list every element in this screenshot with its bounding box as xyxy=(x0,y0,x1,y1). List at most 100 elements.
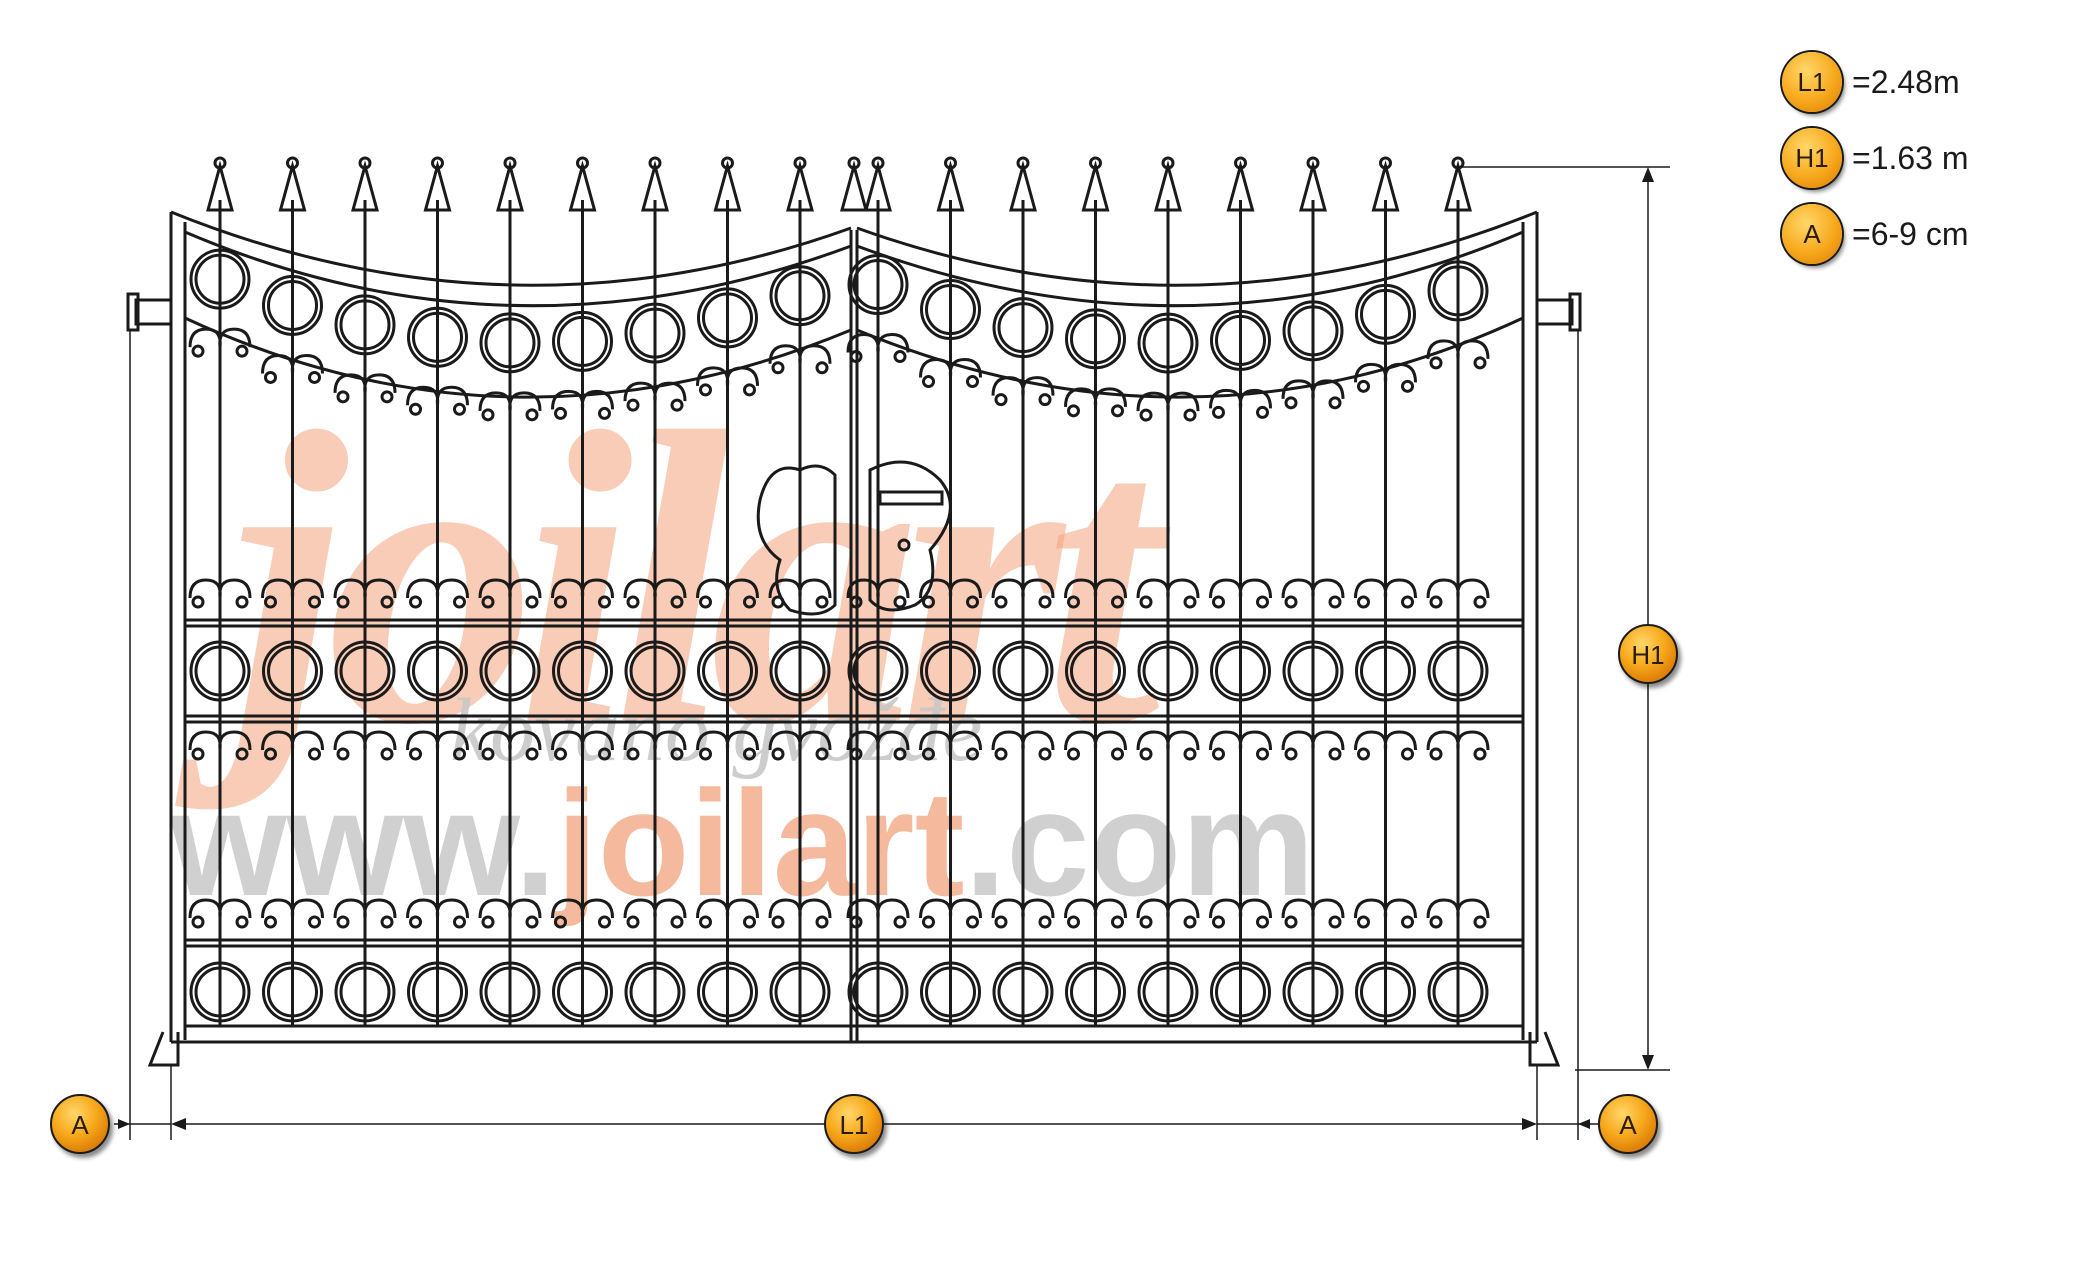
scroll-curl xyxy=(1183,595,1197,609)
scroll-curl xyxy=(235,595,249,609)
scroll-curl xyxy=(525,595,539,609)
scroll-curl xyxy=(1328,747,1342,761)
ring xyxy=(407,961,468,1023)
ring xyxy=(1355,961,1416,1023)
spear-finial xyxy=(721,156,734,170)
scroll-curl xyxy=(771,747,785,761)
scroll xyxy=(696,898,759,919)
legend-row-length: L1 =2.48m xyxy=(1782,52,1960,112)
scroll xyxy=(261,730,324,751)
ring xyxy=(1065,961,1126,1023)
scroll xyxy=(261,578,324,599)
ring xyxy=(1210,309,1271,371)
ring xyxy=(992,640,1054,702)
ring-inner xyxy=(339,966,391,1018)
ring xyxy=(1427,961,1489,1023)
scroll xyxy=(1281,730,1345,751)
center-spear-finial xyxy=(847,156,861,170)
scroll-curl xyxy=(849,747,863,761)
scroll-curl xyxy=(1067,595,1080,609)
ring-inner xyxy=(484,645,536,697)
legend-row-height: H1 =1.63 m xyxy=(1782,128,1969,188)
scroll-curl xyxy=(743,915,756,929)
ring-inner xyxy=(557,966,608,1018)
scroll-curl xyxy=(409,915,422,929)
ring xyxy=(1137,312,1199,374)
scroll-curl xyxy=(1284,747,1298,761)
ring-inner xyxy=(629,645,681,697)
scroll-curl xyxy=(893,595,907,609)
scroll xyxy=(1426,578,1490,599)
ring-inner xyxy=(1287,305,1339,357)
spear-finial xyxy=(648,156,662,170)
ring-inner xyxy=(1142,645,1194,697)
scroll-curl xyxy=(966,747,979,761)
ring xyxy=(407,306,468,368)
scroll-curl xyxy=(1429,747,1443,761)
legend-row-gap: A =6-9 cm xyxy=(1782,204,1968,264)
lock-plate-right xyxy=(868,460,952,612)
ring-inner xyxy=(412,966,463,1018)
spear-tip xyxy=(713,160,742,212)
ring xyxy=(992,297,1054,359)
scroll xyxy=(1136,898,1200,919)
scroll-curl xyxy=(235,915,249,929)
scroll-curl xyxy=(336,595,350,609)
ring-inner xyxy=(702,645,753,697)
scroll xyxy=(188,327,252,348)
scroll-curl xyxy=(849,350,863,364)
ring-inner xyxy=(267,279,318,331)
scroll xyxy=(333,730,397,751)
ring-inner xyxy=(1070,966,1121,1018)
scroll-curl xyxy=(1473,356,1487,370)
spear-tip xyxy=(1226,160,1255,212)
scroll xyxy=(991,730,1055,751)
scroll-curl xyxy=(1284,595,1298,609)
scroll-curl xyxy=(453,747,466,761)
legend-value-length: =2.48m xyxy=(1852,63,1960,100)
lock-latch xyxy=(878,490,944,506)
ring xyxy=(407,640,468,702)
scroll xyxy=(406,578,469,599)
ring-inner xyxy=(925,966,976,1018)
scroll-curl xyxy=(966,915,979,929)
scroll-curl xyxy=(922,375,935,389)
ring xyxy=(769,961,831,1023)
ring xyxy=(1137,640,1199,702)
scroll xyxy=(991,376,1055,396)
scroll-curl xyxy=(235,344,249,358)
scroll-curl xyxy=(1328,396,1342,410)
scroll-curl xyxy=(1401,595,1414,609)
legend-badge-length: L1 xyxy=(1782,52,1842,112)
spear-finial xyxy=(1451,156,1465,170)
ring xyxy=(1210,640,1271,702)
scroll-curl xyxy=(598,406,611,420)
scroll-curl xyxy=(1473,595,1487,609)
scroll-curl xyxy=(481,595,495,609)
scroll-curl xyxy=(815,747,829,761)
ring-inner xyxy=(1287,645,1339,697)
scroll-curl xyxy=(626,915,640,929)
ring-inner xyxy=(1287,966,1339,1018)
scroll xyxy=(406,730,469,751)
scroll xyxy=(623,578,687,599)
scroll xyxy=(1209,898,1272,919)
ring-inner xyxy=(339,299,391,351)
scroll-curl xyxy=(1183,915,1197,929)
ring xyxy=(624,302,686,364)
scroll xyxy=(261,898,324,919)
ring-inner xyxy=(852,259,904,311)
ring xyxy=(479,961,541,1023)
scroll xyxy=(1281,379,1345,399)
legend-badge-height: H1 xyxy=(1782,128,1842,188)
scroll xyxy=(551,898,614,919)
scroll-curl xyxy=(409,747,422,761)
scroll-curl xyxy=(994,595,1008,609)
scroll-curl xyxy=(1038,393,1052,407)
badge-height: H1 xyxy=(1618,624,1678,684)
badge-gap-right: A xyxy=(1598,1094,1658,1154)
ring xyxy=(334,640,396,702)
scroll xyxy=(991,898,1055,919)
left-top-arch-inner xyxy=(184,230,852,308)
scroll-curl xyxy=(191,747,205,761)
